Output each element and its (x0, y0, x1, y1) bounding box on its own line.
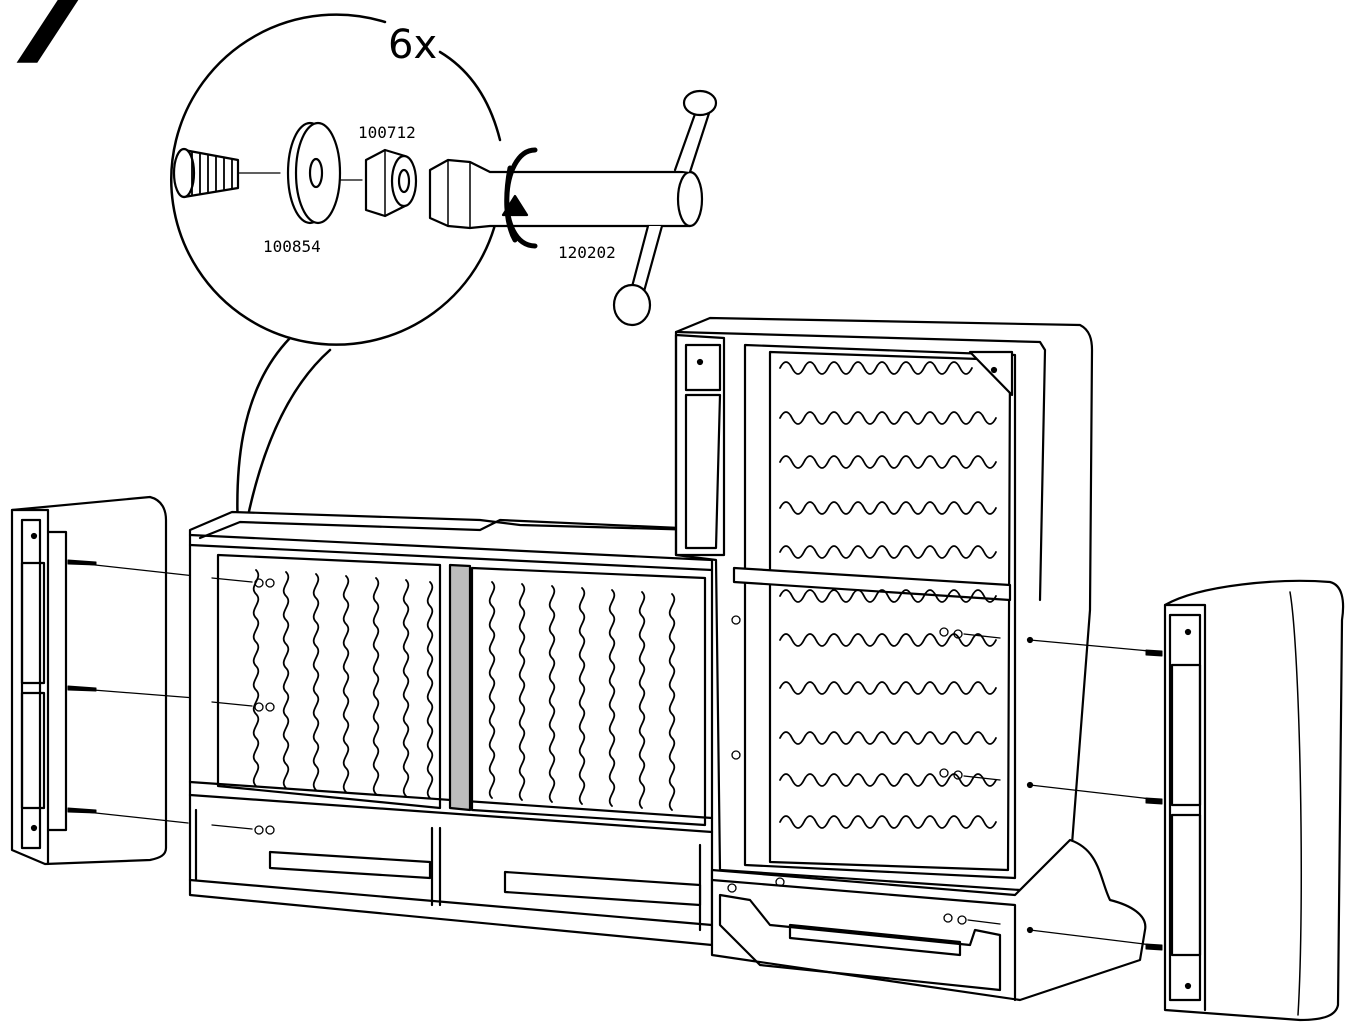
wrench-part-number: 120202 (558, 243, 616, 262)
sofa-back-section (674, 316, 1147, 1002)
nut-part-number: 100712 (358, 123, 416, 142)
t-wrench-part: 120202 (428, 89, 718, 327)
seat-springs-left (252, 569, 434, 799)
callout-circle (170, 13, 502, 562)
quantity-label: 6x (388, 22, 437, 68)
nut-part: 100712 (358, 123, 418, 218)
back-springs (779, 361, 997, 829)
seat-springs-right (488, 581, 676, 811)
bolt-part (172, 147, 281, 199)
washer-part-number: 100854 (263, 237, 321, 256)
sofa-seat-frame (188, 510, 714, 947)
detail-callout: 6x 100854 100712 (170, 13, 718, 562)
step-number: 7 (8, 0, 85, 89)
washer-part: 100854 (263, 121, 363, 256)
frame-bolts-left (211, 577, 275, 835)
left-armrest (10, 495, 196, 866)
right-armrest (1026, 579, 1345, 1022)
